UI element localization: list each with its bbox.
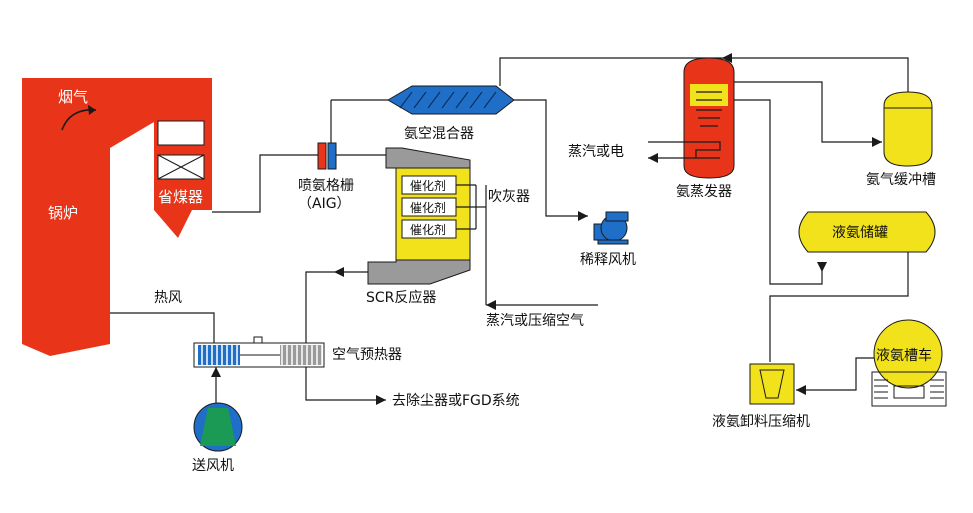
hot-air-label: 热风 <box>154 290 182 306</box>
vaporizer-to-buffer-line <box>734 82 882 142</box>
soot-blower-label: 吹灰器 <box>488 189 530 205</box>
aig: 喷氨格栅 （AIG） <box>298 143 354 212</box>
catalyst-layer-2: 催化剂 <box>402 198 456 216</box>
preheater-to-fgd-line <box>306 367 386 400</box>
economizer-box-top <box>158 121 204 145</box>
dilution-fan: 稀释风机 <box>580 212 636 268</box>
boiler: 烟气 锅炉 省煤器 <box>22 78 212 356</box>
catalyst-label: 催化剂 <box>410 222 446 237</box>
catalyst-label: 催化剂 <box>410 178 446 193</box>
forced-draft-fan: 送风机 <box>192 403 242 474</box>
liquid-ammonia-tank-truck: 液氨槽车 <box>872 320 946 406</box>
buffer-tank-body <box>884 92 932 166</box>
liquid-ammonia-storage-tank: 液氨储罐 <box>799 212 935 252</box>
buffer-tank-label: 氨气缓冲槽 <box>866 172 936 188</box>
dilution-fan-label: 稀释风机 <box>580 252 636 268</box>
storage-to-vaporizer-line <box>734 100 822 284</box>
aig-right <box>328 143 336 169</box>
catalyst-label: 催化剂 <box>410 200 446 215</box>
air-preheater: 空气预热器 <box>194 337 402 367</box>
catalyst-layer-1: 催化剂 <box>402 176 456 194</box>
reactor-hood <box>386 148 470 168</box>
boiler-label: 锅炉 <box>48 204 78 222</box>
catalyst-layer-3: 催化剂 <box>402 220 456 238</box>
mixer-label: 氨空混合器 <box>404 126 474 142</box>
hot-air-line <box>110 313 214 343</box>
aig-abbr-label: （AIG） <box>298 196 351 212</box>
steam-or-air-label: 蒸汽或压缩空气 <box>486 313 584 329</box>
forced-fan-label: 送风机 <box>192 458 234 474</box>
reactor-outlet <box>368 260 470 284</box>
aig-name-label: 喷氨格栅 <box>298 178 354 194</box>
air-preheater-label: 空气预热器 <box>332 347 402 363</box>
flue-gas-label: 烟气 <box>58 88 88 106</box>
ammonia-vaporizer: 蒸汽或电 氨蒸发器 <box>568 58 734 200</box>
scr-reactor-label: SCR反应器 <box>366 289 436 306</box>
ammonia-air-mixer: 氨空混合器 <box>388 86 514 142</box>
reactor-to-preheater-line <box>306 272 368 343</box>
economizer-label: 省煤器 <box>158 188 203 206</box>
truck-to-compressor-line <box>796 358 874 390</box>
steam-or-power-label: 蒸汽或电 <box>568 144 624 160</box>
to-fgd-label: 去除尘器或FGD系统 <box>392 393 520 409</box>
unloading-compressor: 液氨卸料压缩机 <box>712 364 810 430</box>
vaporizer-label: 氨蒸发器 <box>676 184 732 200</box>
tank-truck-label: 液氨槽车 <box>876 347 932 364</box>
aig-left <box>318 143 326 169</box>
storage-tank-label: 液氨储罐 <box>832 225 888 241</box>
unloading-compressor-label: 液氨卸料压缩机 <box>712 414 810 430</box>
mixer-body <box>388 86 514 114</box>
scr-reactor: 催化剂 催化剂 催化剂 SCR反应器 <box>366 148 470 306</box>
